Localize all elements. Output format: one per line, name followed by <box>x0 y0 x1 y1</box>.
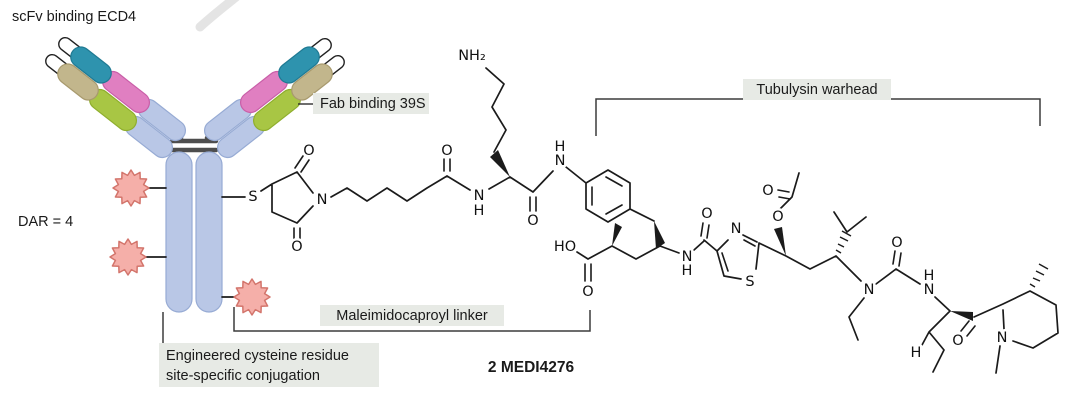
cysteine-label-line1: Engineered cysteine residue <box>166 348 349 364</box>
ester-o-label: O <box>772 209 783 225</box>
single-bonds <box>260 67 1059 374</box>
right-arm-scfv-teal <box>278 46 320 84</box>
acid-o-label: O <box>582 284 593 300</box>
piperidine-n-label: N <box>997 330 1008 346</box>
caproyl-carbonyl-o-label: O <box>441 143 452 159</box>
lysine-nh2-label: NH₂ <box>458 48 486 64</box>
bold-wedge <box>774 227 786 256</box>
antibody-schematic <box>45 36 345 316</box>
thiazole-s-label: S <box>745 274 754 290</box>
maleimide-o-bottom-label: O <box>291 239 302 255</box>
linker-label: Maleimidocaproyl linker <box>336 308 488 324</box>
cysteine-label-highlight <box>159 343 379 387</box>
amide5-n-label: N <box>924 282 935 298</box>
amide2-o-label: O <box>527 213 538 229</box>
drug-payload-starburst <box>233 278 271 316</box>
amide4-o-label: O <box>891 235 902 251</box>
double-bonds <box>293 155 976 337</box>
watermark-fragment <box>195 0 240 32</box>
bold-wedge <box>490 150 510 177</box>
drug-payload-starburst <box>109 238 147 276</box>
conjugation-connector-lines <box>145 187 246 298</box>
amide1-n-label: N <box>474 188 485 204</box>
dar-label: DAR = 4 <box>18 214 73 230</box>
bold-wedge <box>950 311 973 321</box>
compound-label: 2 MEDI4276 <box>488 359 575 376</box>
thiazole-n-label: N <box>731 221 742 237</box>
acid-ho-label: HO <box>554 239 576 255</box>
anilide-h-label: H <box>555 139 566 155</box>
annotations: scFv binding ECD4 Fab binding 39S DAR = … <box>12 9 1041 387</box>
amide1-h-label: H <box>474 203 485 219</box>
stereo-h-label: H <box>911 345 922 361</box>
warhead-bracket <box>595 98 1041 136</box>
linker-bracket <box>233 307 591 332</box>
warhead-label-highlight <box>743 79 891 100</box>
scfv-binding-label: scFv binding ECD4 <box>12 9 136 25</box>
amide5-h-label: H <box>924 268 935 284</box>
maleimide-o-top-label: O <box>303 143 314 159</box>
left-arm-scfv-teal <box>70 46 112 84</box>
cysteine-label-line2: site-specific conjugation <box>166 368 320 384</box>
maleimide-n-label: N <box>317 192 328 208</box>
heavy-chain-right <box>195 151 223 313</box>
acetyl-o-label: O <box>762 183 773 199</box>
anilide-n-label: N <box>555 153 566 169</box>
amide3-h-label: H <box>682 263 693 279</box>
pip-amide-o-label: O <box>952 333 963 349</box>
warhead-label: Tubulysin warhead <box>756 82 877 98</box>
tertiary-amine-n-label: N <box>864 282 875 298</box>
thioether-s-label: S <box>248 189 257 205</box>
bold-wedge <box>612 223 622 246</box>
hashed-wedges <box>835 230 1049 288</box>
fab-label-highlight <box>313 93 429 114</box>
drug-payload-starburst <box>112 169 150 207</box>
fab-binding-label: Fab binding 39S <box>320 96 426 112</box>
amide3-carbonyl-o-label: O <box>701 206 712 222</box>
amide3-n-label: N <box>682 249 693 265</box>
heavy-chain-left <box>165 151 193 313</box>
bold-wedge <box>654 221 665 249</box>
left-arm-scfv-tan <box>57 63 99 101</box>
linker-label-highlight <box>320 305 504 326</box>
right-arm-scfv-tan <box>291 63 333 101</box>
